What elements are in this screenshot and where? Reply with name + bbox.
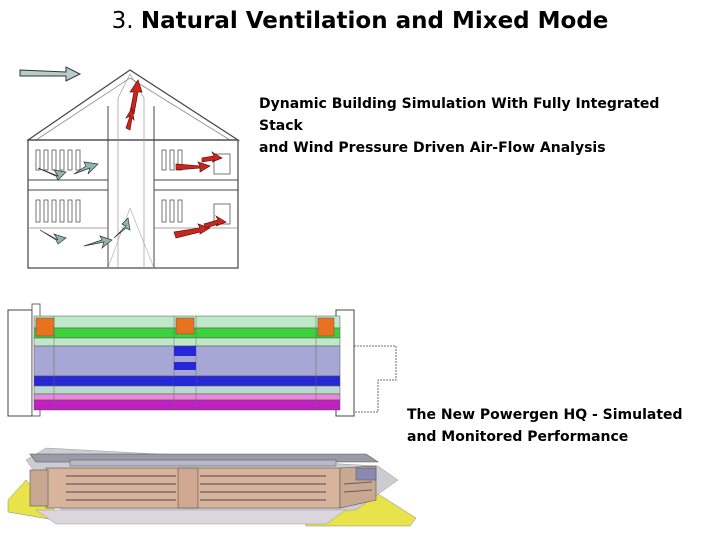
building-section-diagram [14, 58, 244, 270]
wind-arrow-icon [19, 66, 82, 82]
simulation-floor-plan [6, 302, 402, 420]
slide-title-number: 3. [111, 8, 134, 34]
slide-title-text: Natural Ventilation and Mixed Mode [140, 8, 609, 34]
simulation-caption-line1: Dynamic Building Simulation With Fully I… [259, 96, 660, 134]
slide-title: 3. Natural Ventilation and Mixed Mode [0, 8, 720, 34]
warm-airflow-icon [125, 79, 227, 239]
simulation-caption-line2: and Wind Pressure Driven Air-Flow Analys… [259, 140, 606, 156]
cool-airflow-icon [37, 161, 131, 250]
powergen-caption-line2: and Monitored Performance [407, 429, 629, 445]
simulation-caption: Dynamic Building Simulation With Fully I… [259, 93, 699, 159]
powergen-caption: The New Powergen HQ - Simulated and Moni… [407, 404, 707, 448]
powergen-caption-line1: The New Powergen HQ - Simulated [407, 407, 683, 423]
building-3d-model [6, 440, 418, 532]
